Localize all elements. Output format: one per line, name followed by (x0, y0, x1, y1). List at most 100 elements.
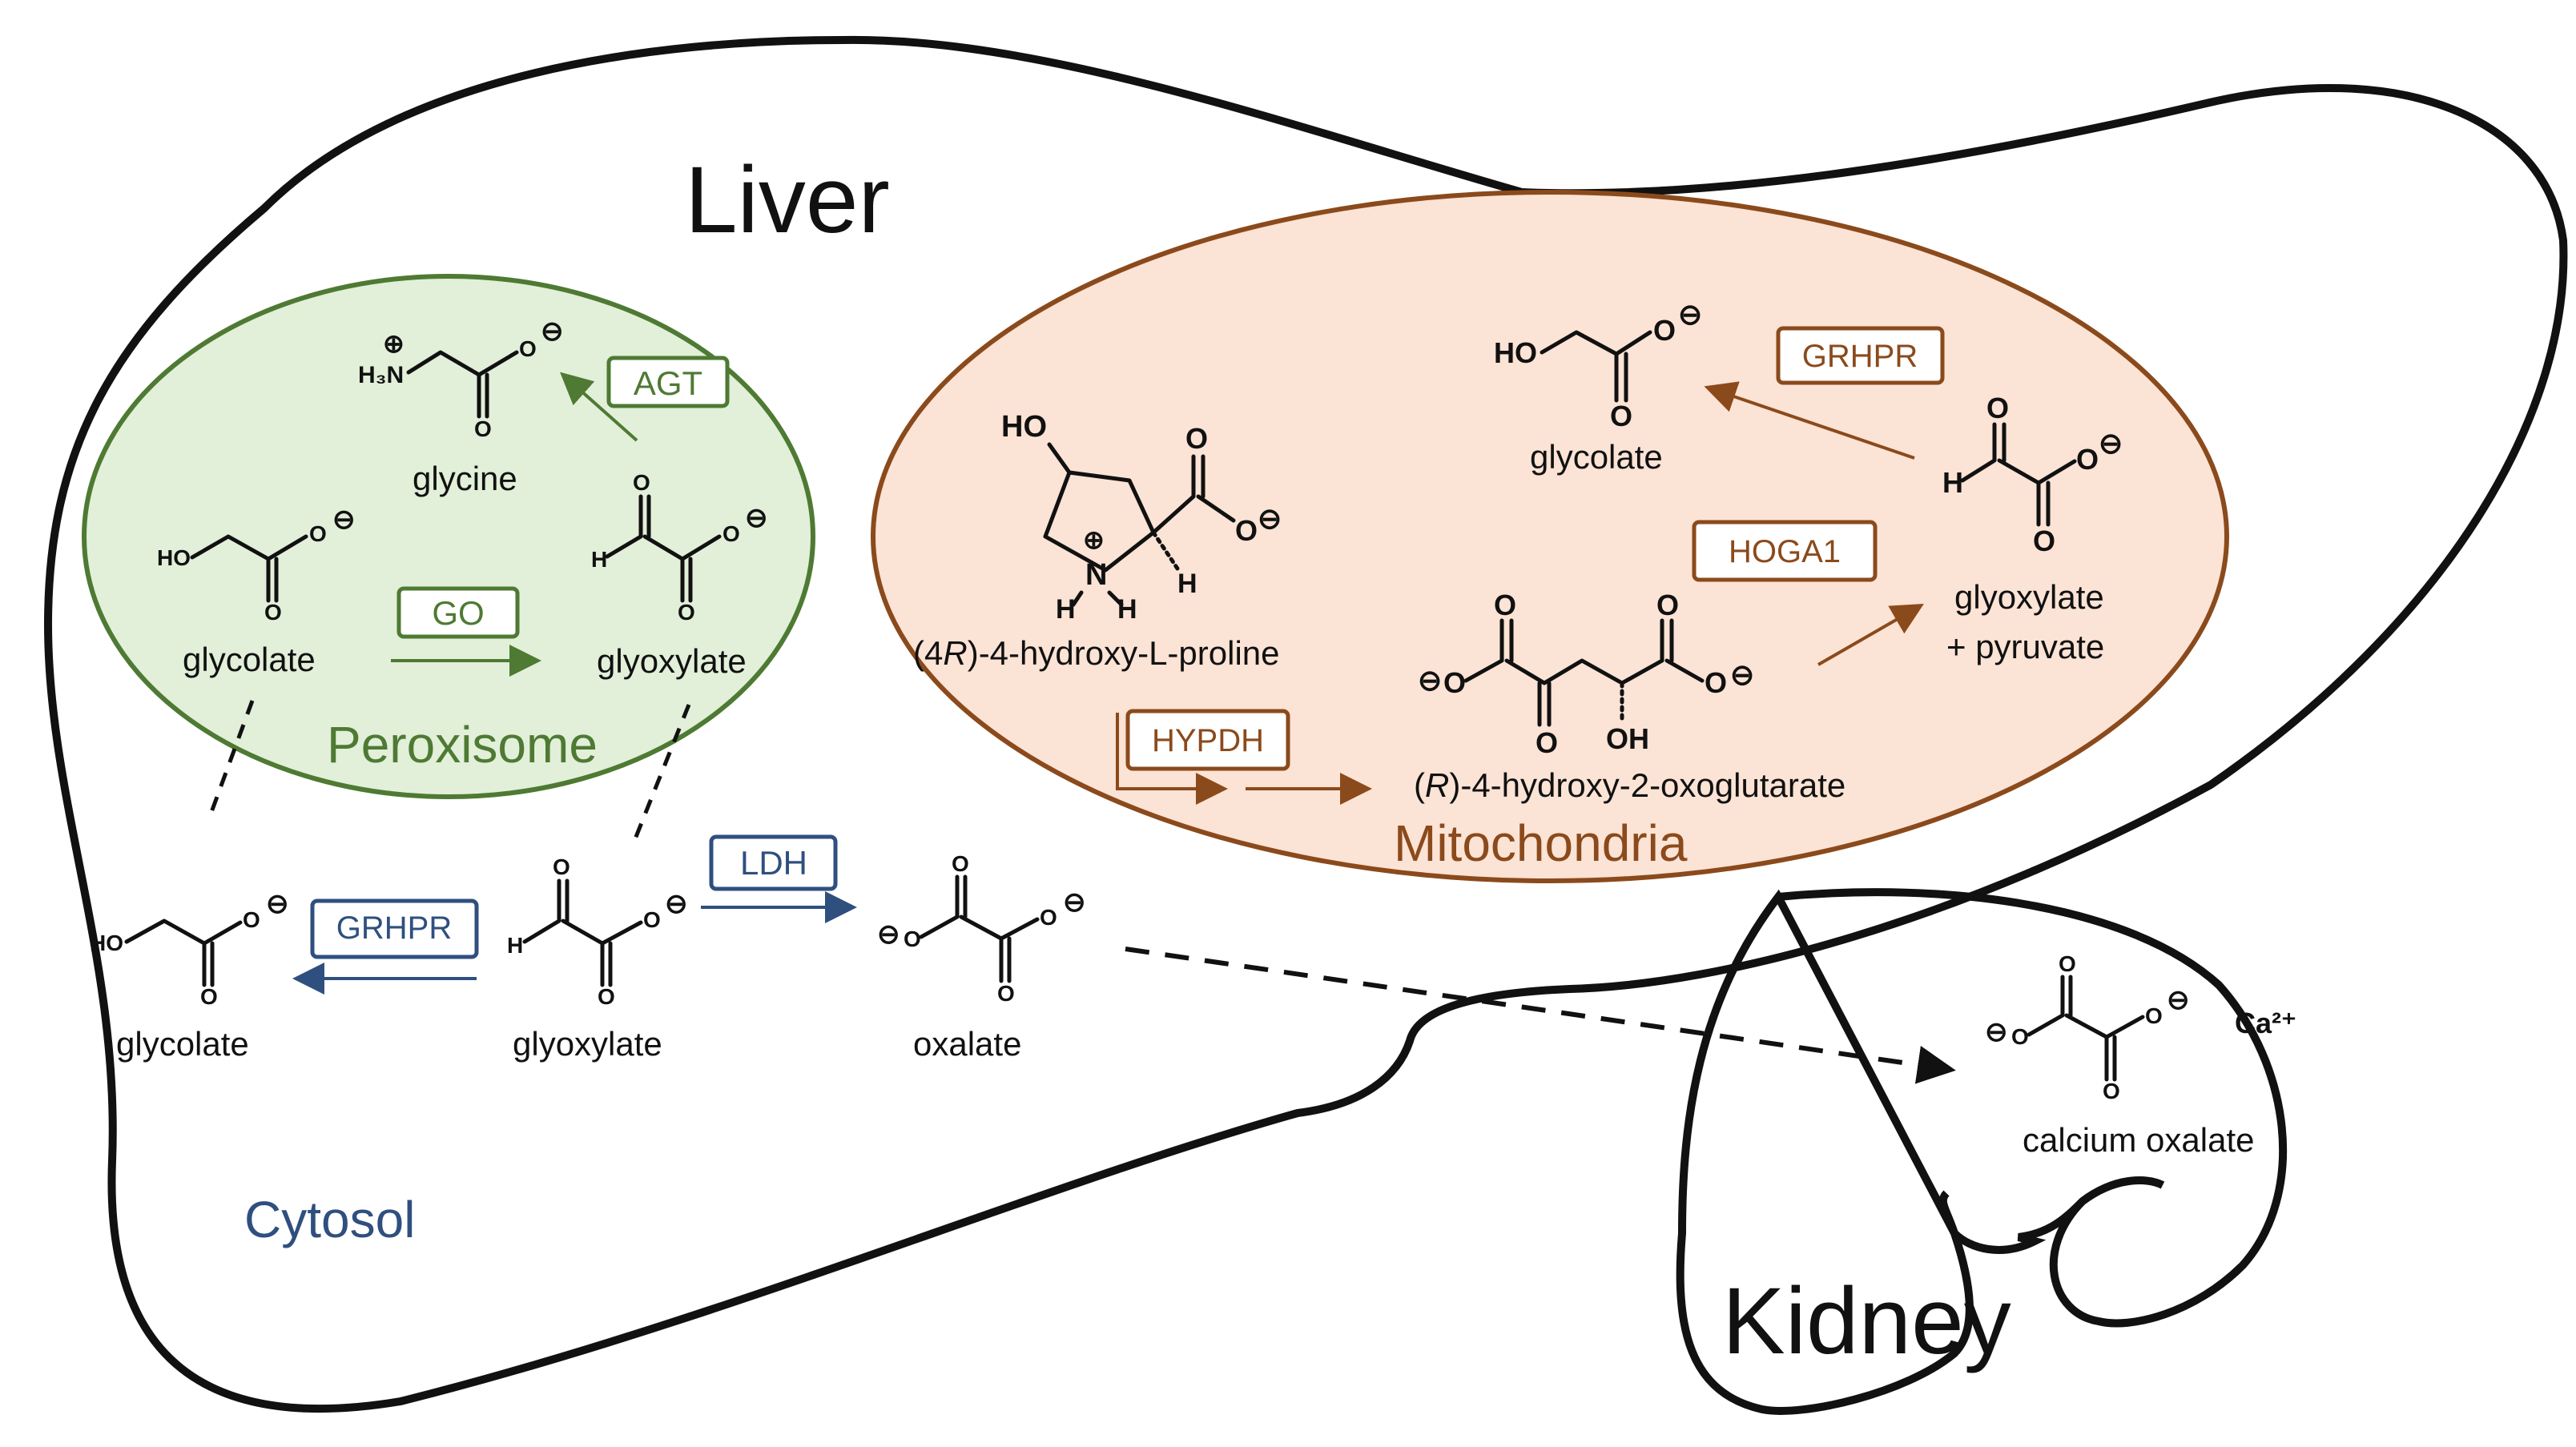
svg-text:O: O (1610, 400, 1632, 432)
svg-text:O: O (2059, 951, 2076, 976)
cyto-glycolate-structure: HO O ⊖ O (90, 889, 289, 1009)
oxalate-structure: ⊖ O O O ⊖ O (877, 851, 1086, 1006)
glycine-label: glycine (413, 460, 517, 497)
enzyme-grhpr-mitochondria: GRHPR (1776, 326, 1945, 385)
perox-glyoxylate-label: glyoxylate (597, 642, 747, 680)
svg-text:⊖: ⊖ (1063, 887, 1086, 918)
svg-text:O: O (633, 470, 650, 495)
svg-text:⊖: ⊖ (2167, 985, 2190, 1015)
svg-text:O: O (2011, 1024, 2029, 1049)
svg-text:O: O (2103, 1079, 2120, 1103)
enzyme-agt: AGT (606, 356, 730, 408)
arrow-agt (560, 372, 638, 442)
svg-text:O: O (643, 907, 661, 932)
oxalate-to-kidney-arrow (1125, 947, 1956, 1084)
svg-text:LDH: LDH (740, 844, 807, 882)
cyto-glyoxylate-structure: O H O ⊖ O (507, 854, 688, 1009)
cytosol-label: Cytosol (244, 1191, 415, 1248)
oxalate-label: oxalate (913, 1025, 1021, 1063)
svg-text:HO: HO (90, 931, 123, 955)
svg-text:O: O (997, 981, 1015, 1006)
svg-text:O: O (678, 600, 695, 625)
kidney-outline (1676, 888, 2288, 1415)
svg-text:⊖: ⊖ (2099, 427, 2123, 460)
svg-text:O: O (1040, 905, 1057, 930)
svg-text:HOGA1: HOGA1 (1729, 534, 1841, 569)
svg-text:O: O (598, 984, 615, 1009)
svg-text:H: H (1117, 594, 1137, 625)
svg-text:⊖: ⊖ (1418, 664, 1442, 697)
cyto-glycolate-label: glycolate (116, 1025, 249, 1063)
svg-text:⊕: ⊕ (383, 329, 405, 358)
svg-text:O: O (264, 600, 282, 625)
enzyme-ldh: LDH (709, 834, 838, 891)
svg-text:AGT: AGT (634, 364, 702, 402)
enzyme-hoga1: HOGA1 (1692, 520, 1878, 582)
svg-text:O: O (1443, 666, 1466, 699)
mito-glycolate-label: glycolate (1530, 438, 1663, 476)
svg-text:⊖: ⊖ (266, 889, 289, 919)
svg-text:O: O (2076, 443, 2099, 476)
perox-glycolate-label: glycolate (183, 641, 316, 678)
svg-text:⊖: ⊖ (745, 503, 768, 533)
svg-text:H: H (591, 547, 607, 572)
svg-text:⊖: ⊖ (1730, 658, 1754, 691)
enzyme-hypdh: HYPDH (1125, 709, 1290, 771)
svg-text:O: O (309, 521, 327, 546)
svg-text:GRHPR: GRHPR (1802, 339, 1918, 374)
calcium-oxalate-structure: ⊖ O O O ⊖ O Ca²⁺ (1985, 951, 2296, 1103)
svg-text:O: O (1656, 589, 1679, 621)
svg-text:O: O (2145, 1003, 2163, 1028)
svg-text:O: O (200, 984, 218, 1009)
svg-text:OH: OH (1606, 722, 1649, 755)
svg-text:N: N (1085, 558, 1107, 592)
calcium-oxalate-label: calcium oxalate (2023, 1121, 2254, 1159)
svg-text:HYPDH: HYPDH (1152, 723, 1264, 758)
svg-text:Ca²⁺: Ca²⁺ (2235, 1007, 2296, 1039)
peroxisome-label: Peroxisome (327, 716, 598, 774)
svg-text:H: H (1177, 569, 1197, 599)
svg-text:O: O (243, 907, 260, 932)
svg-text:HO: HO (1494, 336, 1537, 369)
svg-text:⊖: ⊖ (332, 504, 356, 535)
mitochondria-label: Mitochondria (1394, 814, 1688, 872)
svg-text:O: O (952, 851, 969, 876)
svg-text:GO: GO (432, 594, 484, 632)
svg-text:O: O (1653, 314, 1676, 347)
svg-text:H: H (1942, 466, 1963, 499)
svg-text:O: O (1986, 392, 2009, 424)
svg-text:O: O (1494, 589, 1516, 621)
mito-glyoxylate-label-1: glyoxylate (1954, 578, 2104, 616)
svg-text:O: O (519, 336, 537, 361)
svg-text:⊖: ⊖ (1985, 1017, 2008, 1047)
glycine-structure: ⊕ H₃N O ⊖ O (358, 316, 564, 441)
svg-text:HO: HO (1001, 410, 1047, 444)
liver-outline (43, 35, 2568, 1413)
svg-text:H: H (1056, 594, 1076, 625)
hydroxyproline-label: (4R)-4-hydroxy-L-proline (913, 634, 1280, 672)
cyto-glyoxylate-label: glyoxylate (513, 1025, 662, 1063)
svg-text:⊖: ⊖ (665, 889, 688, 919)
svg-text:⊕: ⊕ (1083, 525, 1105, 554)
mito-glycolate-structure: HO O ⊖ O (1494, 298, 1702, 432)
svg-text:GRHPR: GRHPR (336, 910, 452, 946)
svg-text:O: O (1235, 514, 1258, 547)
svg-text:⊖: ⊖ (877, 919, 900, 950)
svg-text:O: O (1185, 422, 1208, 455)
svg-text:O: O (1705, 666, 1727, 699)
mito-glyoxylate-label-2: + pyruvate (1946, 628, 2104, 665)
arrow-hoga1 (1817, 604, 1924, 666)
hog-structure: ⊖ O O O O OH O ⊖ (1418, 589, 1754, 759)
svg-text:O: O (2033, 525, 2055, 557)
svg-text:O: O (1536, 726, 1558, 759)
svg-text:HO: HO (157, 545, 191, 570)
svg-text:H₃N: H₃N (358, 362, 404, 388)
enzyme-go: GO (396, 586, 520, 639)
svg-text:O: O (474, 416, 492, 441)
svg-text:⊖: ⊖ (541, 316, 564, 347)
svg-text:H: H (507, 933, 523, 958)
svg-text:⊖: ⊖ (1678, 298, 1702, 331)
perox-glycolate-structure: HO O ⊖ O (157, 504, 356, 625)
hydroxyproline-structure: HO ⊕ N H H H O O ⊖ (1001, 410, 1282, 625)
